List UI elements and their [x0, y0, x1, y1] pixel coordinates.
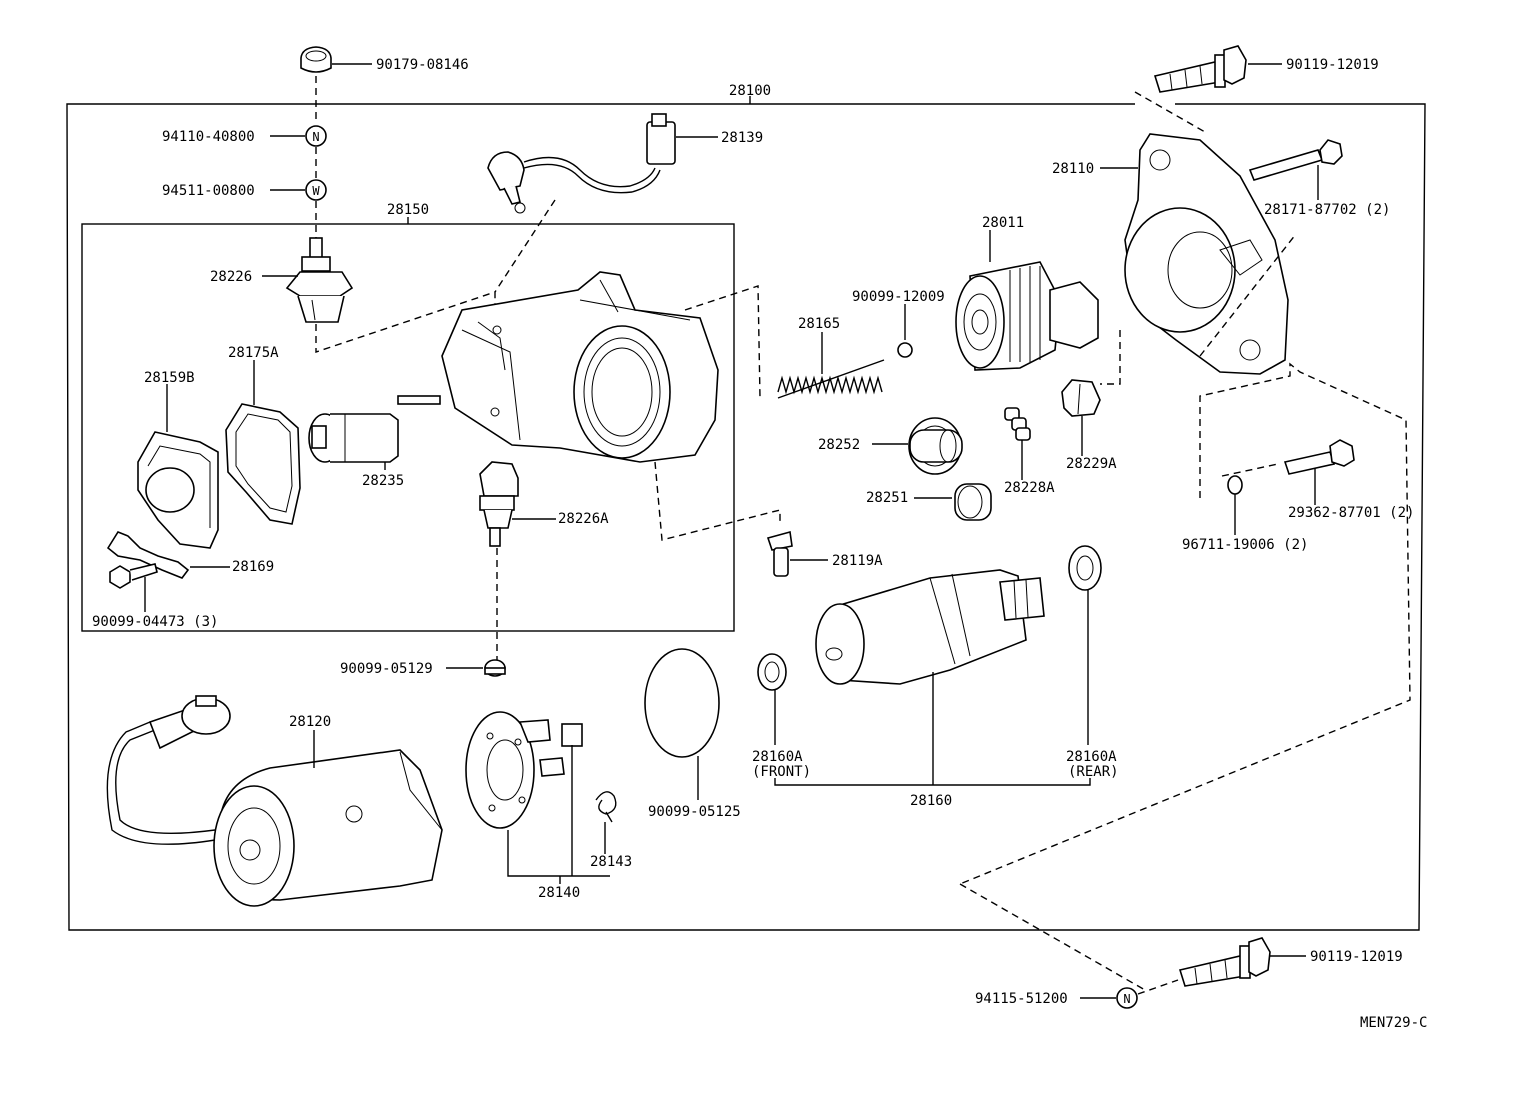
plunger-28235-icon: [308, 395, 441, 463]
label-28252: 28252: [818, 437, 860, 453]
bolt-90119-12019-top-icon: [1153, 45, 1247, 93]
label-28119A: 28119A: [832, 553, 883, 569]
label-28160: 28160: [910, 793, 952, 809]
label-90099-04473: 90099-04473 (3): [92, 614, 218, 630]
nut-94110-40800-icon: N: [305, 125, 327, 147]
bolt-29362-87701-icon: [1283, 439, 1355, 475]
label-29362-87701: 29362-87701 (2): [1288, 505, 1414, 521]
yoke-28120-icon: [106, 695, 443, 907]
label-90119-12019-bottom: 90119-12019: [1310, 949, 1403, 965]
ball-90099-12009-icon: [897, 342, 913, 358]
nut-90099-05129-icon: [484, 659, 506, 677]
label-28011: 28011: [982, 215, 1024, 231]
cover-28159B-icon: [137, 431, 219, 549]
label-94511-00800: 94511-00800: [162, 183, 255, 199]
clip-28169-icon: [106, 531, 190, 579]
bolt-90179-08146-icon: [300, 46, 332, 73]
label-28100: 28100: [729, 83, 771, 99]
label-28120: 28120: [289, 714, 331, 730]
assembly-28100-frame: [66, 103, 1426, 931]
terminal-28226A-icon: [479, 461, 519, 547]
through-bolt-28171-87702-icon: [1248, 139, 1343, 181]
label-28165: 28165: [798, 316, 840, 332]
label-90099-12009: 90099-12009: [852, 289, 945, 305]
bolt-90099-04473-icon: [109, 563, 158, 589]
label-28169: 28169: [232, 559, 274, 575]
label-28235: 28235: [362, 473, 404, 489]
label-28143: 28143: [590, 854, 632, 870]
label-28140: 28140: [538, 885, 580, 901]
label-90119-12019-top: 90119-12019: [1286, 57, 1379, 73]
brush-spring-28143-icon: [595, 791, 617, 823]
label-28226A: 28226A: [558, 511, 609, 527]
gasket-28175A-icon: [225, 403, 301, 525]
label-94115-51200: 94115-51200: [975, 991, 1068, 1007]
label-28228A: 28228A: [1004, 480, 1055, 496]
label-28251: 28251: [866, 490, 908, 506]
idler-gear-28252-icon: [908, 417, 963, 475]
bolt-90119-12019-bottom-icon: [1178, 937, 1271, 987]
label-28150: 28150: [387, 202, 429, 218]
starter-housing-icon: [441, 271, 719, 463]
label-28229A: 28229A: [1066, 456, 1117, 472]
retainer-28229A-icon: [1061, 379, 1101, 417]
label-28159B: 28159B: [144, 370, 195, 386]
label-28160A-rear: 28160A: [1066, 749, 1117, 765]
label-28175A: 28175A: [228, 345, 279, 361]
nut-94115-51200-icon: N: [1116, 987, 1138, 1009]
pin-28119A-icon: [766, 530, 793, 577]
label-96711-19006: 96711-19006 (2): [1182, 537, 1308, 553]
label-28171-87702: 28171-87702 (2): [1264, 202, 1390, 218]
bearing-28160A-front-icon: [757, 653, 787, 691]
label-28110: 28110: [1052, 161, 1094, 177]
svg-text:N: N: [1123, 992, 1130, 1006]
label-90099-05129: 90099-05129: [340, 661, 433, 677]
label-front-note: (FRONT): [752, 764, 811, 780]
gear-28251-icon: [954, 483, 992, 521]
washer-94511-00800-icon: W: [305, 179, 327, 201]
label-28160A-front: 28160A: [752, 749, 803, 765]
label-94110-40800: 94110-40800: [162, 129, 255, 145]
brush-holder-28140-icon: [465, 711, 583, 829]
rollers-28228A-icon: [1004, 407, 1031, 441]
washer-96711-19006-icon: [1227, 475, 1243, 495]
spring-28165-icon: [777, 359, 885, 399]
lead-wire-28139-icon: [487, 113, 676, 214]
o-ring-90099-05125-icon: [644, 648, 720, 758]
bearing-28160A-rear-icon: [1068, 545, 1102, 591]
armature-28160-icon: [815, 569, 1045, 685]
label-28139: 28139: [721, 130, 763, 146]
label-90179-08146: 90179-08146: [376, 57, 469, 73]
svg-text:N: N: [312, 130, 319, 144]
label-90099-05125: 90099-05125: [648, 804, 741, 820]
label-28226: 28226: [210, 269, 252, 285]
drive-housing-28110-icon: [1124, 133, 1289, 375]
diagram-code: MEN729-C: [1360, 1015, 1427, 1031]
svg-text:W: W: [312, 184, 320, 198]
clutch-28011-icon: [955, 261, 1099, 371]
label-rear-note: (REAR): [1068, 764, 1119, 780]
terminal-28226-icon: [285, 237, 354, 323]
